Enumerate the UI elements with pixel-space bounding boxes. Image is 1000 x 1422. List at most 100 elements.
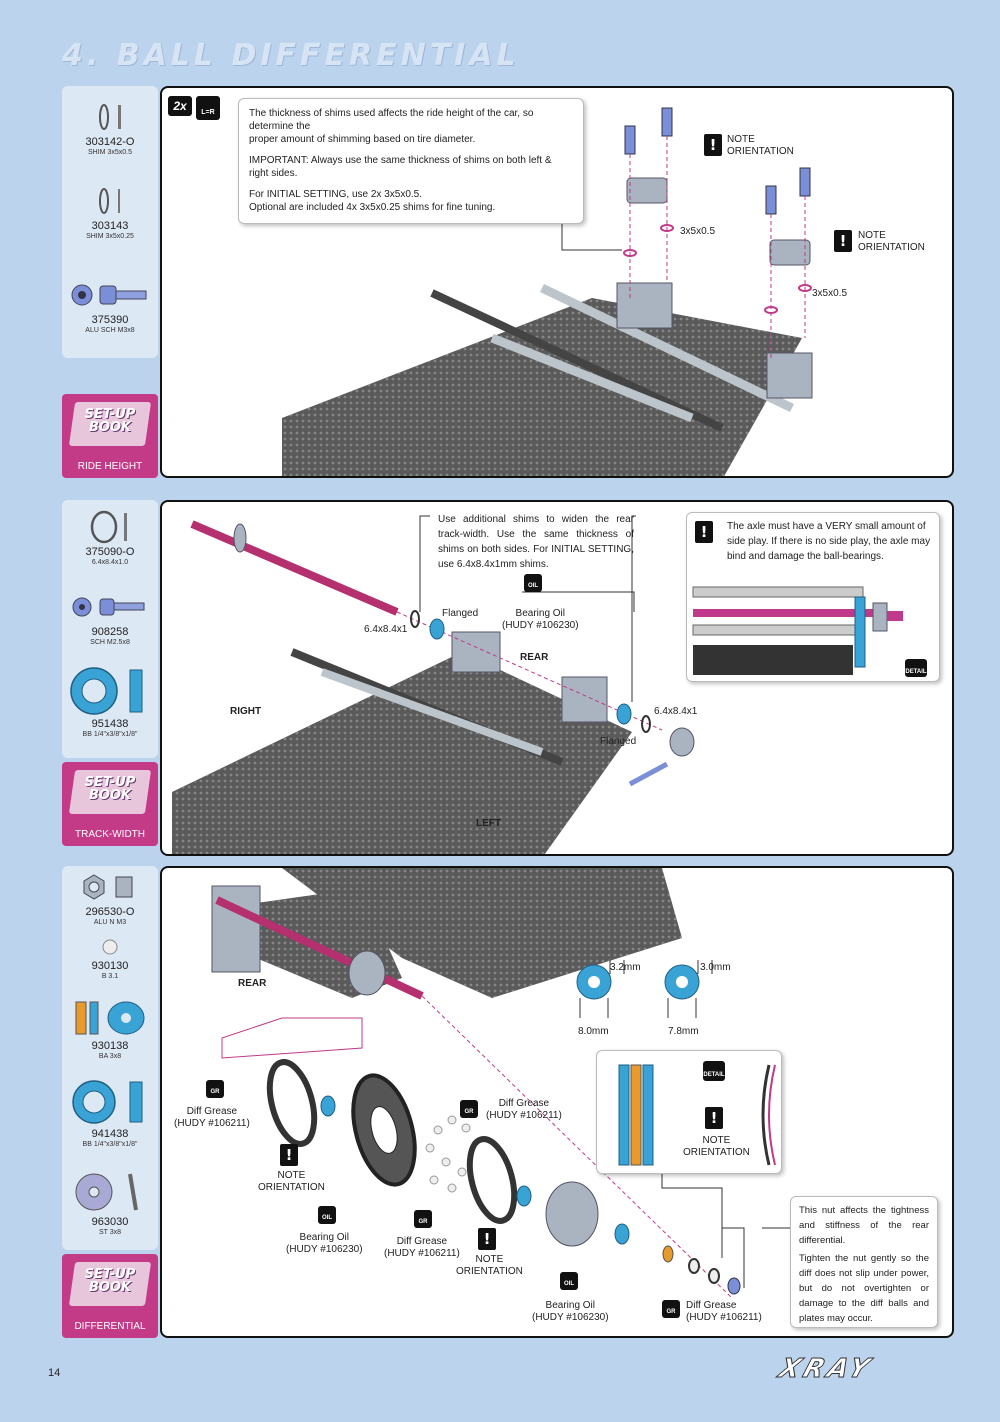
detail-icon: DETAIL <box>905 659 927 677</box>
warning-icon: ! <box>834 230 852 252</box>
setup-book-label: DIFFERENTIAL <box>74 1321 146 1332</box>
part-number: 930130 <box>91 960 129 972</box>
part-number: 303142-O <box>85 136 135 148</box>
warning-icon: ! <box>478 1228 496 1250</box>
shim-size-label: 6.4x8.4x1 <box>364 624 408 635</box>
dimension-label: 3.0mm <box>700 962 731 973</box>
dimension-label: 3.2mm <box>610 962 641 973</box>
shim-detail-illustration <box>618 1064 776 1166</box>
oil-icon: OIL <box>524 574 542 592</box>
track-width-illustration <box>172 515 695 854</box>
part-item: 375090-O 6.4x8.4x1.0 <box>62 510 158 567</box>
shim-icon <box>99 188 120 214</box>
diff-grease-label: Diff Grease (HUDY #106211) <box>384 1236 460 1259</box>
note-orientation-label: NOTE ORIENTATION <box>683 1135 750 1158</box>
part-item: 908258 SCH M2.5x8 <box>62 590 158 647</box>
setup-book-label: RIDE HEIGHT <box>77 461 143 472</box>
warning-icon: ! <box>704 134 722 156</box>
part-item: 963030 ST 3x8 <box>62 1170 158 1237</box>
warning-icon: ! <box>280 1144 298 1166</box>
part-desc: SHIM 3x5x0.25 <box>86 233 134 240</box>
part-number: 963030 <box>91 1216 129 1228</box>
part-number: 296530-O <box>85 906 135 918</box>
differential-illustration <box>211 868 793 1299</box>
dimension-label: 8.0mm <box>578 1026 609 1037</box>
parts-sidebar-1: 303142-O SHIM 3x5x0.5 303143 SHIM 3x5x0.… <box>62 86 158 358</box>
part-desc: BB 1/4"x3/8"x1/8" <box>82 731 138 738</box>
screw-icon <box>71 284 147 306</box>
flanged-label: Flanged <box>600 736 637 747</box>
parts-sidebar-3: 296530-O ALU N M3 930130 B 3.1 930138 BA… <box>62 866 158 1250</box>
part-item: 296530-O ALU N M3 <box>62 870 158 927</box>
setup-book-ride-height[interactable]: SET-UP BOOK RIDE HEIGHT <box>62 394 158 478</box>
shim-size-label: 3x5x0.5 <box>812 288 848 299</box>
part-desc: SHIM 3x5x0.5 <box>88 149 132 156</box>
step-panel-differential: REAR 3.2mm 8.0mm 3.0mm 7.8mm DETAIL ! NO… <box>160 866 954 1338</box>
part-desc: 6.4x8.4x1.0 <box>91 559 129 566</box>
quantity-badge: 2x <box>168 96 192 116</box>
warning-icon: ! <box>705 1107 723 1129</box>
setup-book-title: SET-UP BOOK <box>84 1267 136 1295</box>
shim-size-label: 6.4x8.4x1 <box>654 706 698 717</box>
setup-book-label: TRACK-WIDTH <box>75 829 145 840</box>
step-panel-track-width: Use additional shims to widen the rear t… <box>160 500 954 856</box>
shim-size-label: 3x5x0.5 <box>680 226 716 237</box>
xray-logo: XRAY <box>775 1354 878 1385</box>
note-orientation-label: NOTE ORIENTATION <box>456 1254 523 1277</box>
note-line: For INITIAL SETTING, use 2x 3x5x0.5. <box>249 189 423 200</box>
bearing-icon <box>72 1080 143 1124</box>
part-item: 303142-O SHIM 3x5x0.5 <box>62 100 158 157</box>
grease-icon: GR <box>662 1300 680 1318</box>
page-title: 4. BALL DIFFERENTIAL <box>62 38 520 73</box>
note-orientation-label: NOTE ORIENTATION <box>858 230 925 253</box>
rear-label: REAR <box>238 978 267 989</box>
ride-height-illustration <box>282 107 813 476</box>
bearing-oil-label: Bearing Oil (HUDY #106230) <box>286 1232 363 1255</box>
flanged-label: Flanged <box>442 608 479 619</box>
shim-icon <box>90 510 127 544</box>
parts-sidebar-2: 375090-O 6.4x8.4x1.0 908258 SCH M2.5x8 9… <box>62 500 158 758</box>
part-number: 375390 <box>91 314 129 326</box>
setup-book-track-width[interactable]: SET-UP BOOK TRACK-WIDTH <box>62 762 158 846</box>
part-number: 951438 <box>91 718 129 730</box>
oil-icon: OIL <box>560 1272 578 1290</box>
part-number: 303143 <box>91 220 129 232</box>
right-label: RIGHT <box>230 706 262 717</box>
screw-icon <box>72 597 145 617</box>
axle-play-note: The axle must have a VERY small amount o… <box>727 521 931 562</box>
note-orientation-label: NOTE ORIENTATION <box>258 1170 325 1193</box>
note-line: Optional are included 4x 3x5x0.25 shims … <box>249 202 496 213</box>
grease-icon: GR <box>460 1100 478 1118</box>
bearing-oil-label: Bearing Oil (HUDY #106230) <box>532 1300 609 1323</box>
note-orientation-label: NOTE ORIENTATION <box>727 134 794 157</box>
detail-icon: DETAIL <box>703 1061 725 1081</box>
left-label: LEFT <box>476 818 501 829</box>
page-number: 14 <box>48 1367 61 1379</box>
grease-icon: GR <box>206 1080 224 1098</box>
setup-book-differential[interactable]: SET-UP BOOK DIFFERENTIAL <box>62 1254 158 1338</box>
part-desc: B 3.1 <box>101 973 119 980</box>
part-number: 941438 <box>91 1128 129 1140</box>
part-desc: ALU N M3 <box>93 919 127 926</box>
rear-label: REAR <box>520 652 549 663</box>
part-desc: ST 3x8 <box>98 1229 122 1236</box>
nut-icon <box>83 874 133 900</box>
part-item: 930138 BA 3x8 <box>62 998 158 1061</box>
shim-icon <box>99 104 121 130</box>
part-desc: SCH M2.5x8 <box>90 639 130 646</box>
setup-book-title: SET-UP BOOK <box>84 775 136 803</box>
nut-note-paragraph: This nut affects the tightness and stiff… <box>799 1205 929 1246</box>
bearing-oil-label: Bearing Oil (HUDY #106230) <box>502 608 579 631</box>
part-item: 930130 B 3.1 <box>62 936 158 981</box>
ride-height-note: The thickness of shims used affects the … <box>238 98 584 224</box>
part-desc: BA 3x8 <box>98 1053 122 1060</box>
part-number: 930138 <box>91 1040 129 1052</box>
spring-washer-icon <box>75 1173 138 1211</box>
ball-icon <box>102 939 118 955</box>
part-item: 941438 BB 1/4"x3/8"x1/8" <box>62 1078 158 1149</box>
part-number: 375090-O <box>85 546 135 558</box>
part-desc: ALU SCH M3x8 <box>85 327 135 334</box>
note-line-important: IMPORTANT: Always use the same thickness… <box>249 155 552 179</box>
shim-detail-box: DETAIL ! NOTE ORIENTATION <box>596 1050 782 1174</box>
left-equals-right-icon: L=R <box>196 96 220 120</box>
